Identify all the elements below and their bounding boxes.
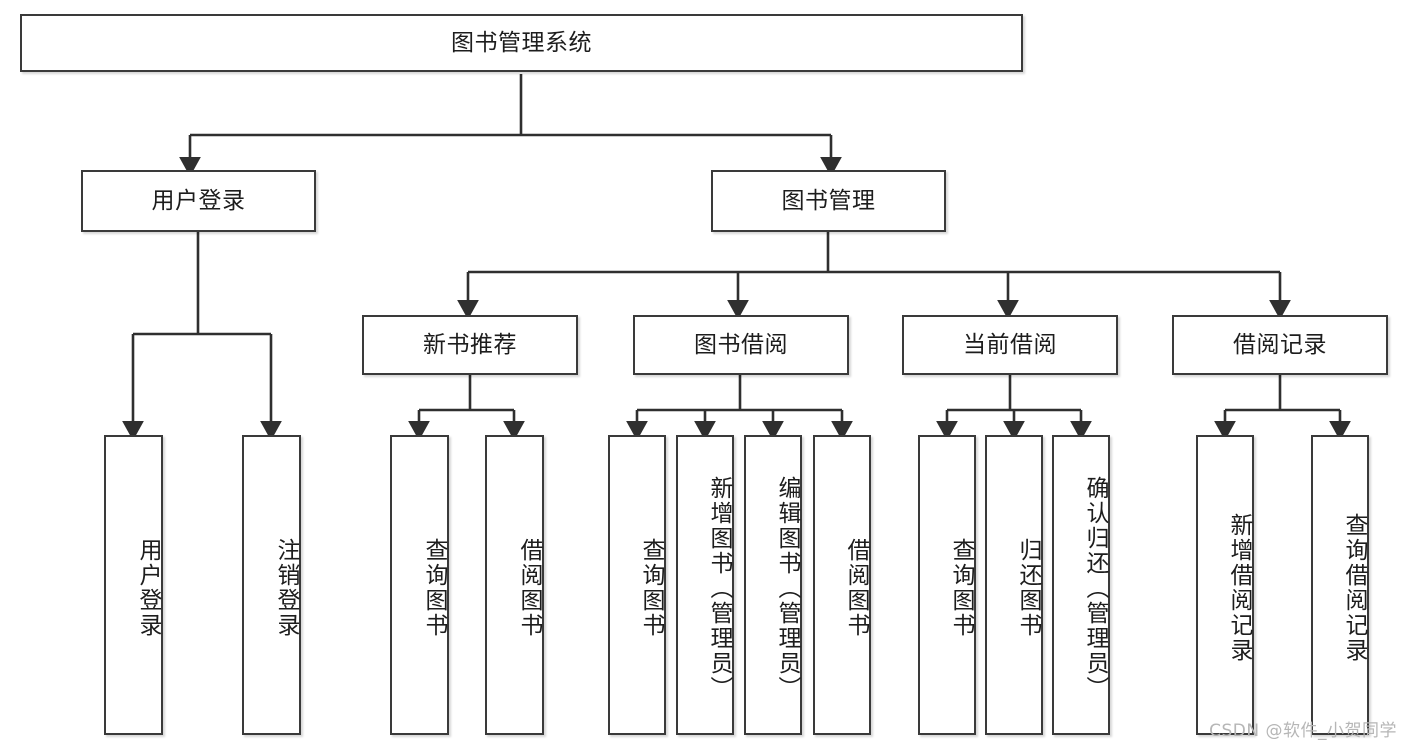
- node-label: 查询图书: [638, 538, 664, 638]
- node-borrowing-records[interactable]: 借阅记录: [1172, 315, 1388, 375]
- node-label: 用户登录: [151, 187, 246, 214]
- node-label: 当前借阅: [963, 331, 1057, 358]
- node-new-book-recommendation[interactable]: 新书推荐: [362, 315, 578, 375]
- node-label: 借阅记录: [1233, 331, 1327, 358]
- node-label: 图书借阅: [694, 331, 788, 358]
- node-label: 查询图书: [421, 538, 447, 638]
- leaf-book-borrow-edit-book-admin[interactable]: 编辑图书（管理员）: [744, 435, 802, 735]
- node-label: 新书推荐: [423, 331, 517, 358]
- node-current-borrowing[interactable]: 当前借阅: [902, 315, 1118, 375]
- watermark-text: CSDN @软件_小贺同学: [1209, 721, 1397, 741]
- node-book-borrowing[interactable]: 图书借阅: [633, 315, 849, 375]
- leaf-borrow-record-add-record[interactable]: 新增借阅记录: [1196, 435, 1254, 735]
- node-book-management[interactable]: 图书管理: [711, 170, 946, 232]
- leaf-book-borrow-query-books[interactable]: 查询图书: [608, 435, 666, 735]
- node-user-login[interactable]: 用户登录: [81, 170, 316, 232]
- leaf-user-login-logout[interactable]: 注销登录: [242, 435, 301, 735]
- leaf-current-borrow-confirm-return-admin[interactable]: 确认归还（管理员）: [1052, 435, 1110, 735]
- leaf-book-borrow-borrow-books[interactable]: 借阅图书: [813, 435, 871, 735]
- node-label: 图书管理: [781, 187, 876, 214]
- node-label: 图书管理系统: [451, 29, 592, 56]
- leaf-current-borrow-return-books[interactable]: 归还图书: [985, 435, 1043, 735]
- node-label: 查询借阅记录: [1341, 513, 1367, 663]
- leaf-new-book-query-books[interactable]: 查询图书: [390, 435, 449, 735]
- node-root-book-management-system[interactable]: 图书管理系统: [20, 14, 1023, 72]
- node-label: 编辑图书（管理员）: [774, 475, 800, 701]
- leaf-current-borrow-query-books[interactable]: 查询图书: [918, 435, 976, 735]
- node-label: 用户登录: [135, 538, 161, 638]
- node-label: 借阅图书: [843, 538, 869, 638]
- leaf-book-borrow-add-book-admin[interactable]: 新增图书（管理员）: [676, 435, 734, 735]
- node-label: 查询图书: [948, 538, 974, 638]
- node-label: 新增图书（管理员）: [706, 475, 732, 701]
- node-label: 确认归还（管理员）: [1082, 475, 1108, 701]
- node-label: 归还图书: [1015, 538, 1041, 638]
- leaf-new-book-borrow-books[interactable]: 借阅图书: [485, 435, 544, 735]
- leaf-borrow-record-query-record[interactable]: 查询借阅记录: [1311, 435, 1369, 735]
- node-label: 借阅图书: [516, 538, 542, 638]
- node-label: 注销登录: [273, 538, 299, 638]
- node-label: 新增借阅记录: [1226, 513, 1252, 663]
- leaf-user-login-login[interactable]: 用户登录: [104, 435, 163, 735]
